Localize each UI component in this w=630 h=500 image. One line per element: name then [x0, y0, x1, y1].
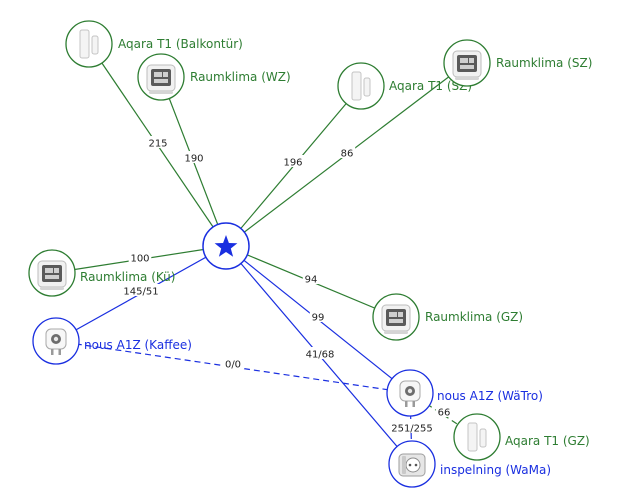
device-node-raumklima-gz[interactable]: Raumklima (GZ)	[372, 293, 523, 341]
edge-label-text: 100	[130, 254, 149, 265]
edge-label-text: 215	[148, 139, 167, 150]
edge-label: 196	[281, 155, 305, 169]
edge-label: 190	[182, 151, 206, 165]
device-node-raumklima-sz[interactable]: Raumklima (SZ)	[443, 39, 592, 87]
device-node-nous-watro[interactable]: nous A1Z (WäTro)	[386, 369, 543, 417]
device-label: nous A1Z (WäTro)	[437, 389, 543, 403]
edge-label-text: 66	[438, 408, 451, 419]
coordinator-node[interactable]	[202, 222, 250, 270]
edge-label: 94	[302, 272, 320, 286]
device-label: Aqara T1 (Balkontür)	[118, 37, 243, 51]
smart-plug-icon	[45, 328, 67, 355]
contact-sensor-icon	[351, 71, 371, 101]
device-label: Aqara T1 (GZ)	[505, 434, 590, 448]
device-label: Raumklima (GZ)	[425, 310, 523, 324]
nodes-layer: Aqara T1 (Balkontür) Raumklima (WZ) Aqara …	[28, 20, 592, 488]
edge-label-text: 145/51	[123, 287, 158, 298]
edge-label: 66	[435, 405, 453, 419]
device-label: Raumklima (WZ)	[190, 70, 291, 84]
device-label: inspelning (WaMa)	[440, 463, 551, 477]
device-label: Raumklima (SZ)	[496, 56, 592, 70]
thermometer-icon	[37, 260, 67, 290]
edge-label-text: 94	[305, 275, 318, 286]
edge-label-text: 86	[341, 149, 354, 160]
edge-label: 99	[309, 310, 327, 324]
device-node-raumklima-wz[interactable]: Raumklima (WZ)	[137, 53, 291, 101]
smart-plug-icon	[399, 380, 421, 407]
star-icon	[214, 235, 238, 257]
edge-label: 0/0	[221, 357, 245, 371]
edge-label: 215	[146, 136, 170, 150]
device-label: Raumklima (Kü)	[80, 270, 175, 284]
thermometer-icon	[452, 50, 482, 80]
edge-label: 145/51	[120, 284, 162, 298]
device-node-aqara-balkontur[interactable]: Aqara T1 (Balkontür)	[65, 20, 243, 68]
edge-label: 251/255	[388, 421, 436, 435]
device-node-raumklima-ku[interactable]: Raumklima (Kü)	[28, 249, 175, 297]
edge-label: 86	[338, 146, 356, 160]
contact-sensor-icon	[79, 29, 99, 59]
edge-label-text: 0/0	[225, 360, 241, 371]
contact-sensor-icon	[467, 422, 487, 452]
edge-label: 41/68	[302, 347, 338, 361]
device-node-aqara-sz[interactable]: Aqara T1 (SZ)	[337, 62, 472, 110]
edge-label-text: 251/255	[391, 424, 433, 435]
edge-label: 100	[128, 251, 152, 265]
device-node-aqara-gz[interactable]: Aqara T1 (GZ)	[453, 413, 590, 461]
thermometer-icon	[381, 304, 411, 334]
smart-socket-icon	[398, 453, 426, 477]
edge-label-text: 190	[184, 154, 203, 165]
device-label: nous A1Z (Kaffee)	[84, 338, 192, 352]
device-label: Aqara T1 (SZ)	[389, 79, 472, 93]
edge-label-text: 99	[312, 313, 325, 324]
device-node-nous-kaffee[interactable]: nous A1Z (Kaffee)	[32, 317, 192, 365]
edge-label-text: 41/68	[306, 350, 335, 361]
device-node-inspelning-wama[interactable]: inspelning (WaMa)	[388, 440, 551, 488]
thermometer-icon	[146, 64, 176, 94]
edge-labels-layer: 215 190 196 86 100 94 145/51 99 41/68 0/0 66 251/25…	[120, 136, 453, 435]
edge-label-text: 196	[283, 158, 302, 169]
